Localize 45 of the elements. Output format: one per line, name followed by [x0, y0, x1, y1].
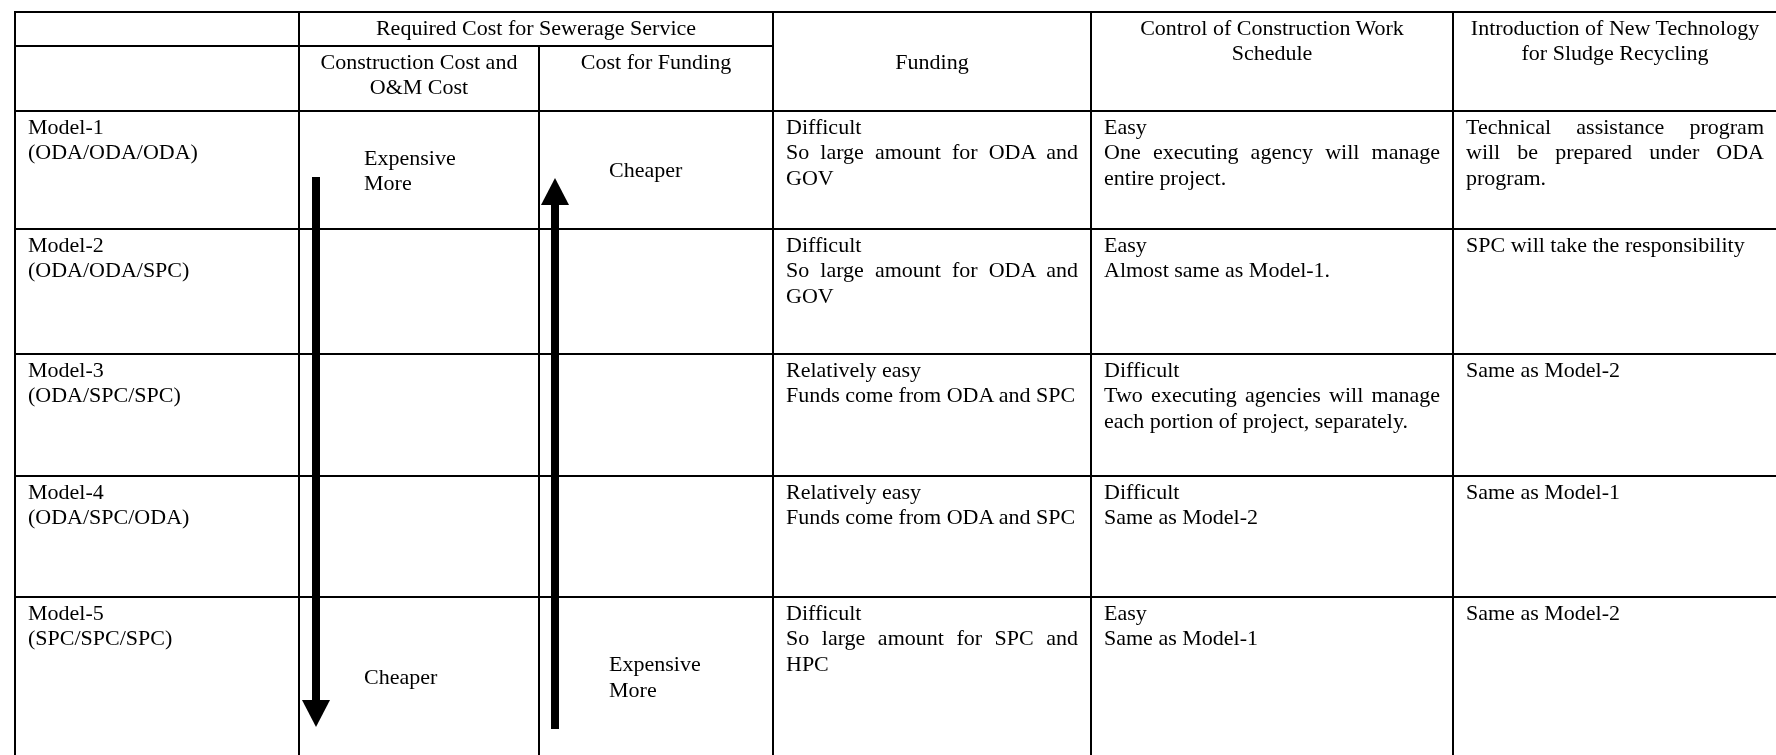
cell-text: Easy — [1104, 600, 1148, 626]
cell-text: Funds come from ODA and SPC — [786, 382, 1077, 408]
row-label: Model-1 — [28, 114, 105, 140]
cell-text: Difficult — [786, 232, 863, 258]
row-label: Model-5 — [28, 600, 105, 626]
row-label: Model-3 — [28, 357, 105, 383]
cell-text: One executing agency will manage entire project. — [1104, 139, 1440, 190]
cell-text: So large amount for ODA and GOV — [786, 139, 1078, 190]
column-header: Introduction of New Technology for Sludge Recycling — [1469, 15, 1761, 66]
cell-text: Same as Model-1 — [1466, 479, 1621, 505]
cell-text: So large amount for SPC and HPC — [786, 625, 1078, 676]
cell-text: Expensive More — [609, 651, 701, 702]
column-header: Funding — [895, 48, 969, 75]
cell-text: Same as Model-2 — [1104, 504, 1259, 530]
cell-text: SPC will take the responsibility — [1466, 232, 1746, 258]
cell-text: Same as Model-2 — [1466, 600, 1621, 626]
column-header: Cost for Funding — [580, 49, 732, 75]
column-header: Required Cost for Sewerage Service — [375, 15, 697, 41]
cell-text: Relatively easy — [786, 479, 922, 505]
cell-text: Difficult — [1104, 357, 1181, 383]
row-label: Model-2 — [28, 232, 105, 258]
row-label: Model-4 — [28, 479, 105, 505]
cell-text: Almost same as Model-1. — [1104, 257, 1332, 283]
cell-text: Easy — [1104, 114, 1148, 140]
row-label: (ODA/ODA/SPC) — [28, 257, 191, 283]
cell-text: Funds come from ODA and SPC — [786, 504, 1077, 530]
cell-text: Expensive More — [364, 144, 456, 196]
row-label: (ODA/SPC/SPC) — [28, 382, 182, 408]
column-header: Construction Cost and O&M Cost — [319, 49, 519, 100]
cell-text: Two executing agencies will manage each portion of project, separately. — [1104, 382, 1440, 433]
row-label: (SPC/SPC/SPC) — [28, 625, 174, 651]
cell-text: Cheaper — [609, 157, 683, 183]
cell-text: Same as Model-2 — [1466, 357, 1621, 383]
cell-text: Difficult — [1104, 479, 1181, 505]
cell-text: Technical assistance program will be prepared under ODA program. — [1466, 114, 1764, 190]
cell-text: So large amount for ODA and GOV — [786, 257, 1078, 308]
cell-text: Same as Model-1 — [1104, 625, 1259, 651]
row-label: (ODA/ODA/ODA) — [28, 139, 199, 165]
cell-text: Relatively easy — [786, 357, 922, 383]
cell-text: Cheaper — [364, 663, 438, 690]
cell-text: Difficult — [786, 114, 863, 140]
cell-text: Difficult — [786, 600, 863, 626]
row-label: (ODA/SPC/ODA) — [28, 504, 191, 530]
cell-text: Easy — [1104, 232, 1148, 258]
column-header: Control of Construction Work Schedule — [1139, 15, 1405, 66]
